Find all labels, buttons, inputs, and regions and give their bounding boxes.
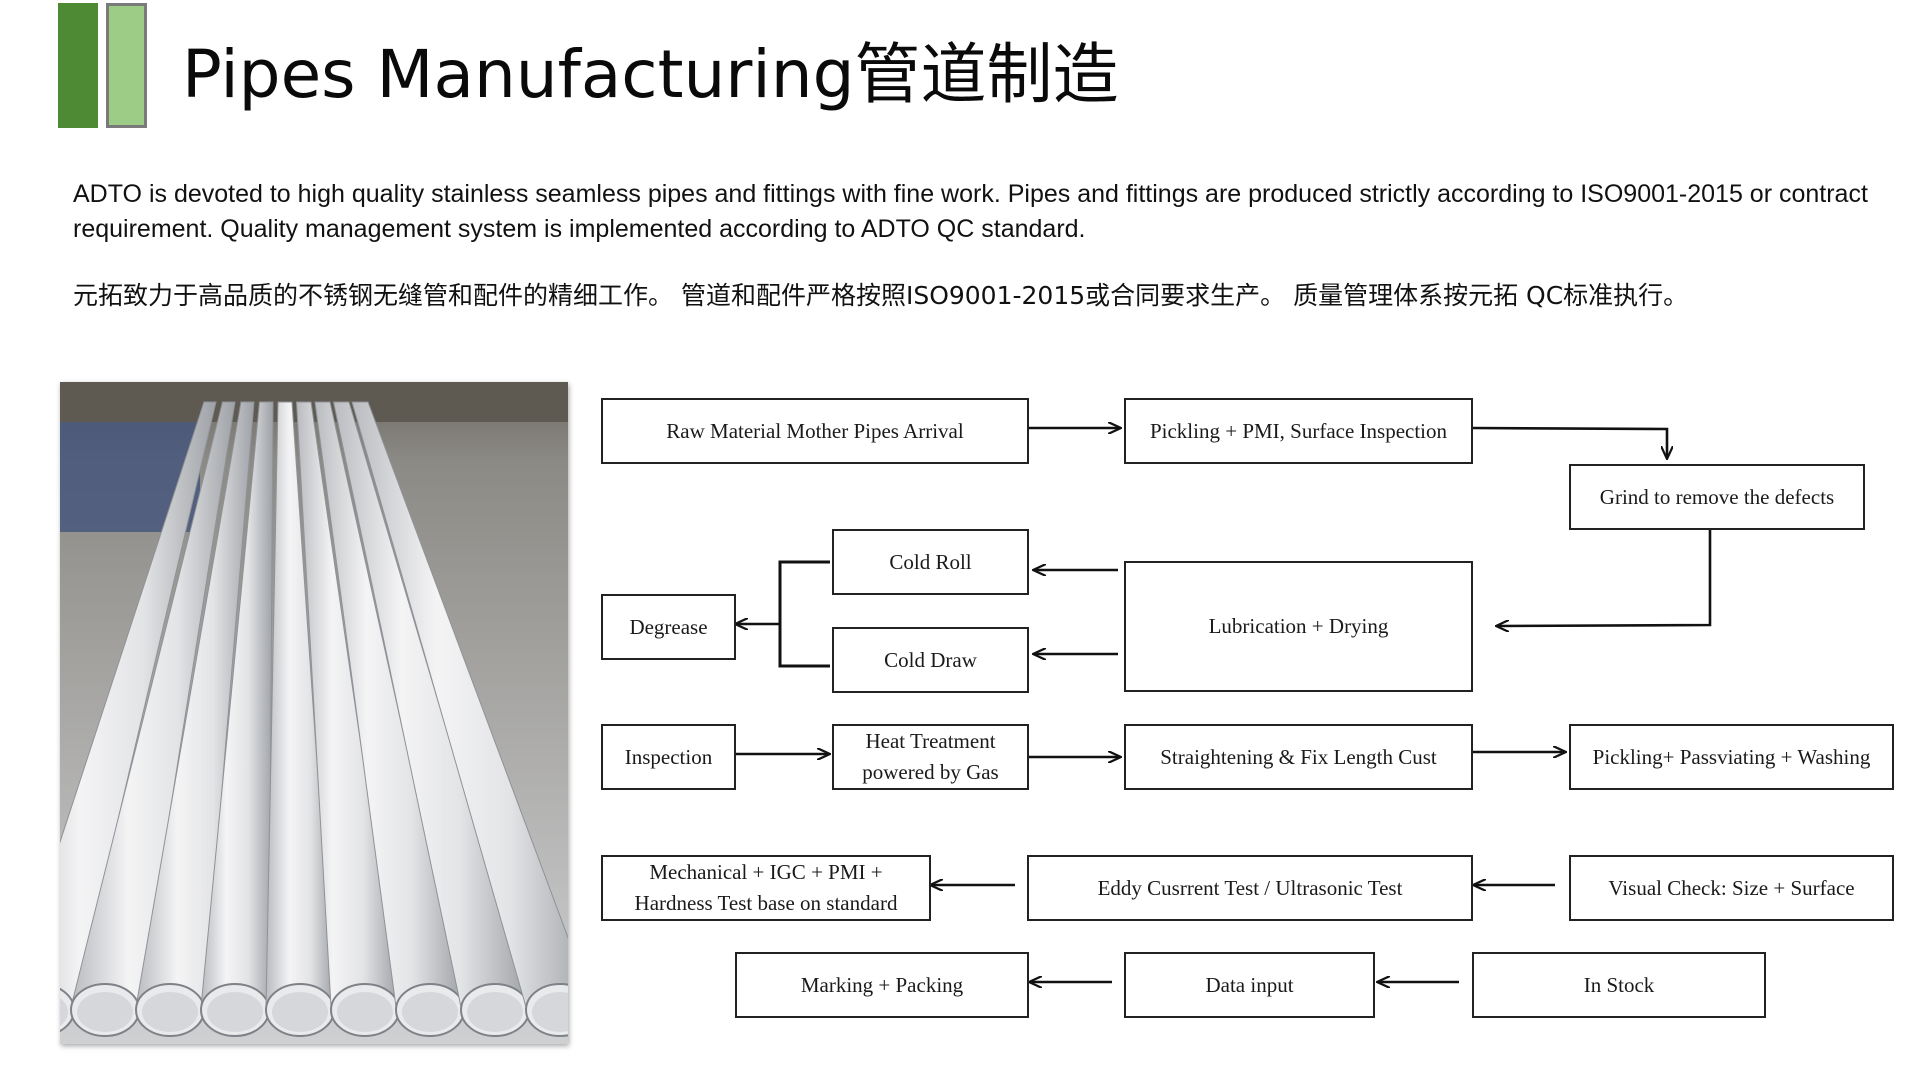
pipes-illustration [60,382,568,1044]
stainless-pipes-photo [60,382,568,1044]
step-data-input: Data input [1124,952,1375,1018]
step-raw-material: Raw Material Mother Pipes Arrival [601,398,1029,464]
step-inspection: Inspection [601,724,736,790]
arrow-grind-to-lubrication [1497,530,1712,626]
step-pickling-pmi: Pickling + PMI, Surface Inspection [1124,398,1473,464]
step-cold-draw: Cold Draw [832,627,1029,693]
step-lubrication: Lubrication + Drying [1124,561,1473,692]
step-heat-treatment: Heat Treatment powered by Gas [832,724,1029,790]
step-cold-roll: Cold Roll [832,529,1029,595]
title-accent-bar-dark [58,3,98,128]
page-title: Pipes Manufacturing管道制造 [182,36,1119,113]
step-visual-check: Visual Check: Size + Surface [1569,855,1894,921]
step-pickling-passivating: Pickling+ Passviating + Washing [1569,724,1894,790]
step-straightening: Straightening & Fix Length Cust [1124,724,1473,790]
title-accent-bar-light [106,3,147,128]
intro-text-chinese: 元拓致力于高品质的不锈钢无缝管和配件的精细工作。 管道和配件严格按照ISO900… [73,281,1689,310]
step-mechanical-tests: Mechanical + IGC + PMI + Hardness Test b… [601,855,931,921]
bracket-cold-to-degrease [778,560,830,668]
step-marking-packing: Marking + Packing [735,952,1029,1018]
intro-text-english: ADTO is devoted to high quality stainles… [73,180,1868,243]
step-degrease: Degrease [601,594,736,660]
step-eddy-current: Eddy Cusrrent Test / Ultrasonic Test [1027,855,1473,921]
step-grind: Grind to remove the defects [1569,464,1865,530]
arrow-pickling-to-grind [1471,426,1667,458]
step-in-stock: In Stock [1472,952,1766,1018]
